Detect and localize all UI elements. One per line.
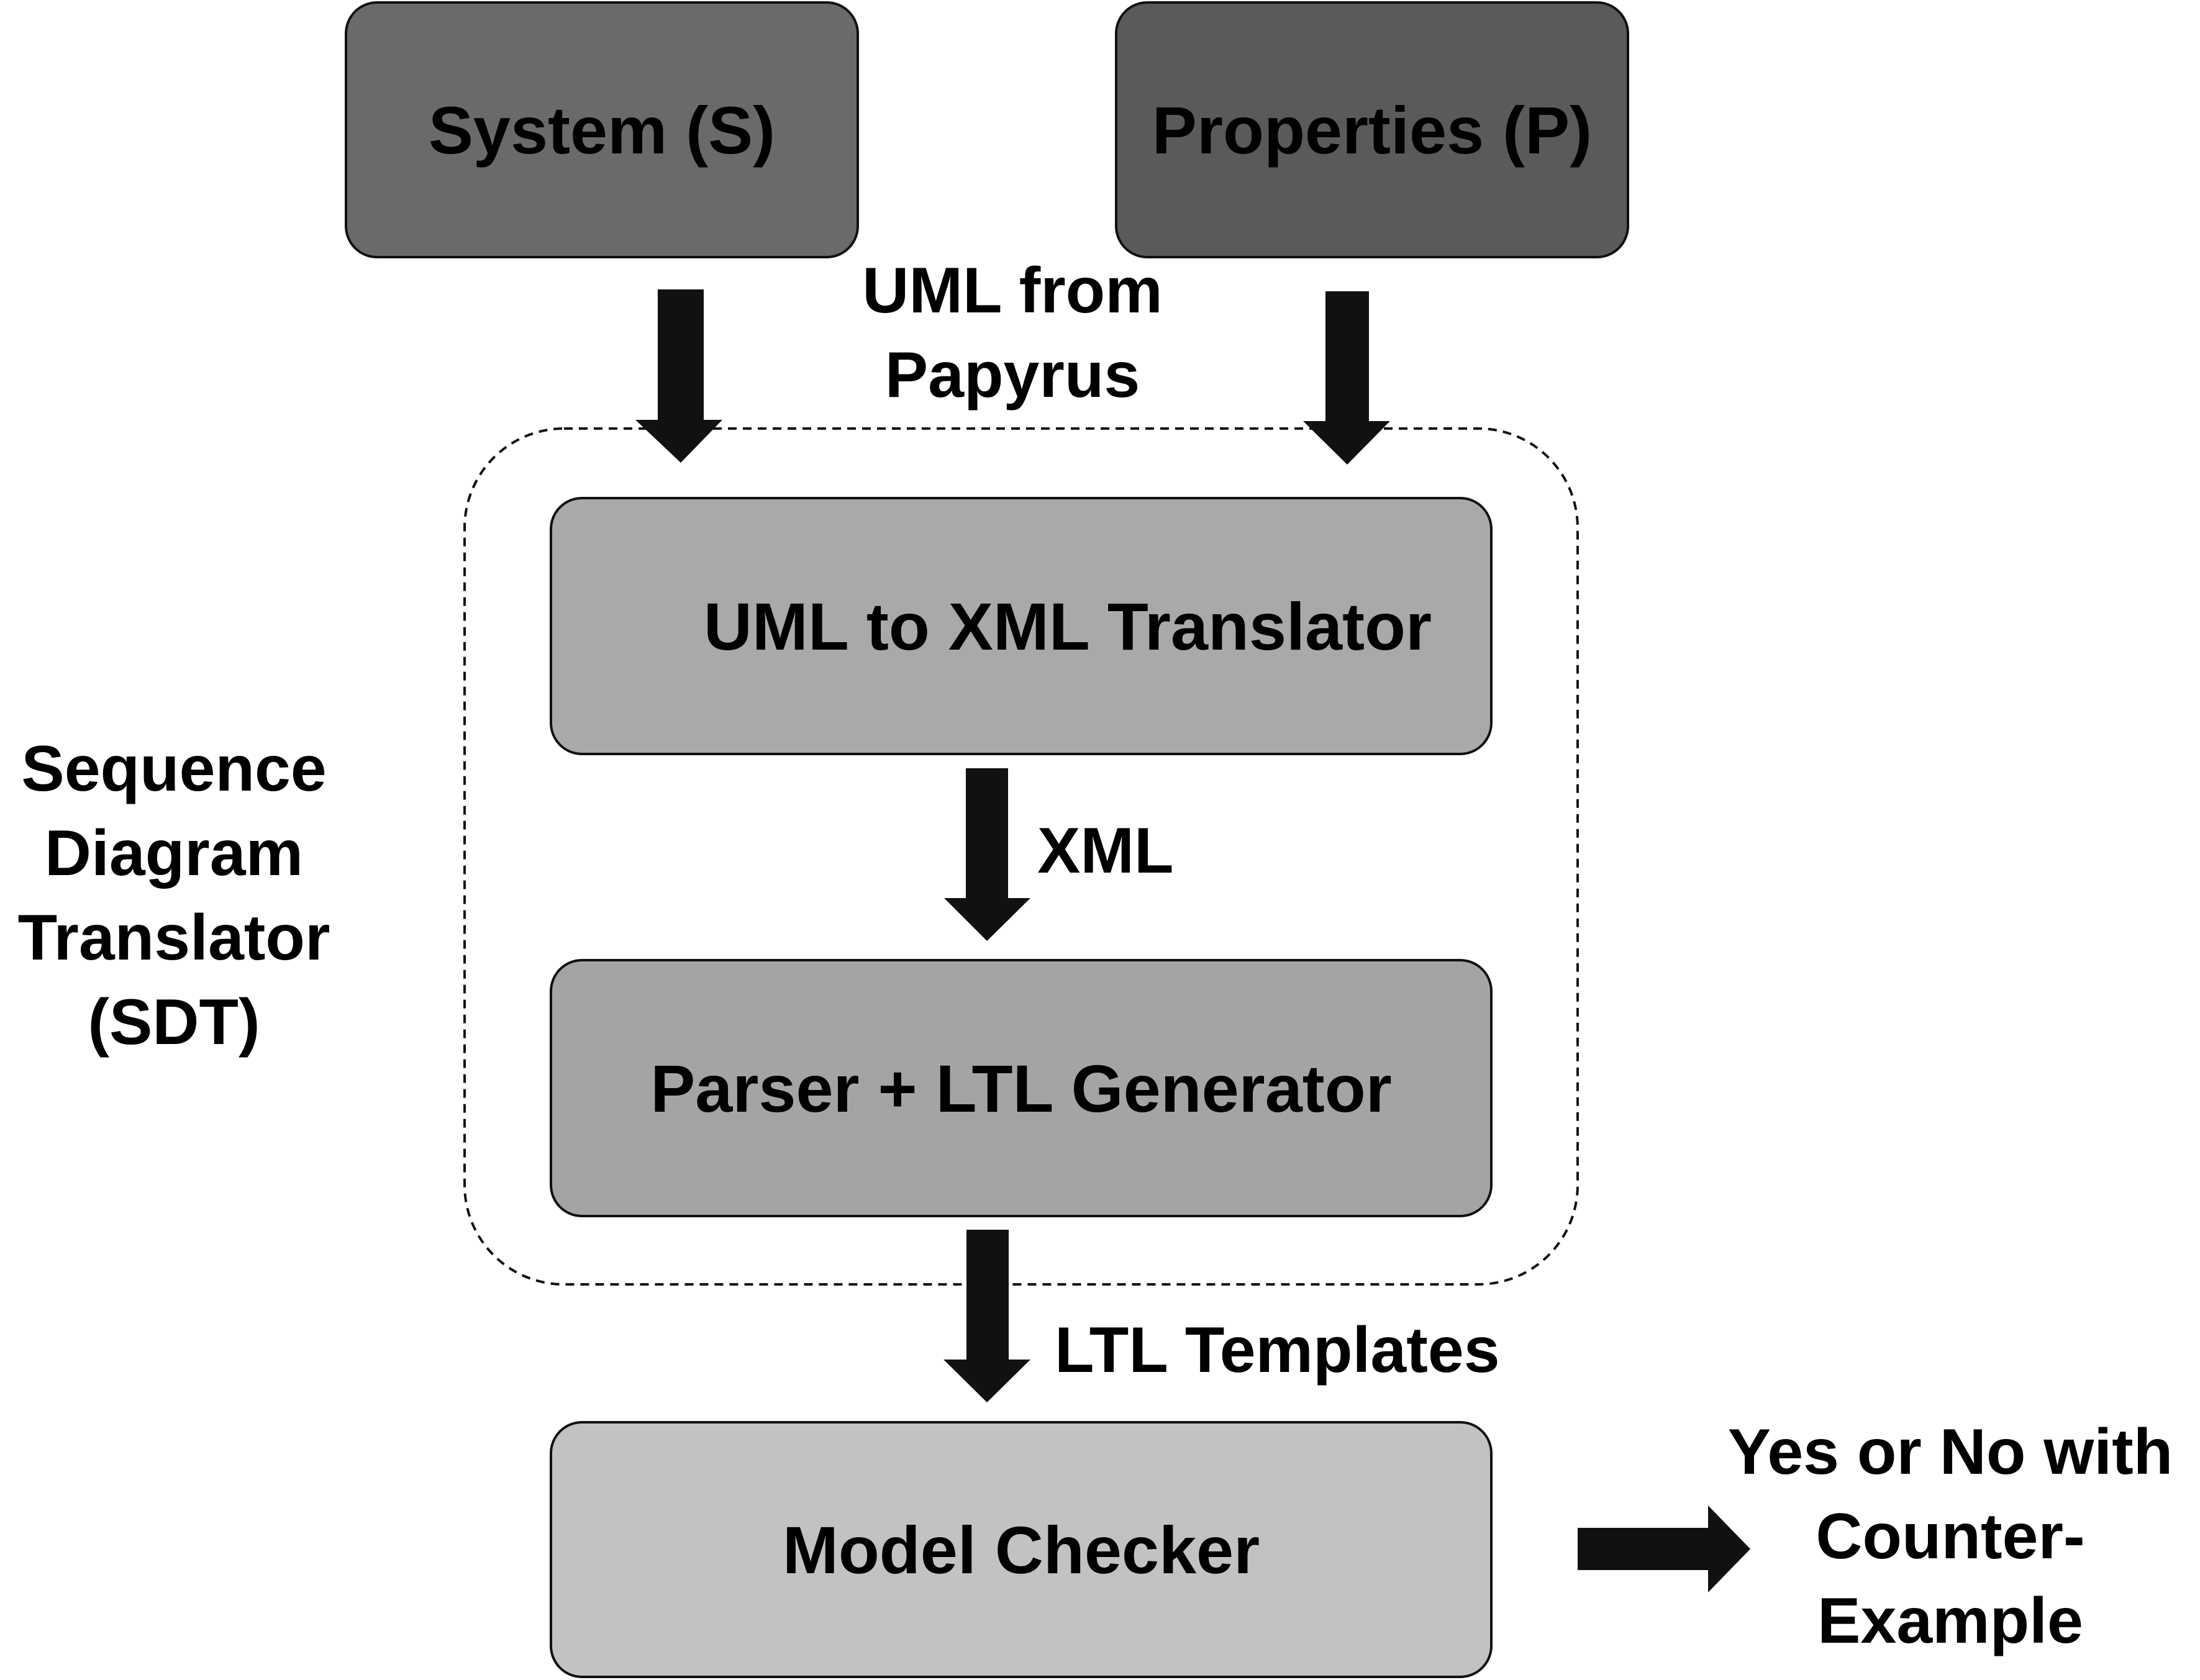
ltl-templates-edge-label: LTL Templates: [1055, 1314, 1500, 1386]
system-box: System (S): [345, 1, 859, 258]
xml-edge-label: XML: [1037, 815, 1174, 887]
properties-box-label: Properties (P): [1152, 92, 1593, 168]
parser-ltl-generator-box: Parser + LTL Generator: [550, 959, 1493, 1217]
properties-box: Properties (P): [1115, 1, 1629, 258]
arrow-checker-to-result: [1578, 1505, 1750, 1592]
model-checker-label: Model Checker: [782, 1512, 1260, 1587]
arrow-translator-to-parser: [944, 768, 1030, 941]
uml-to-xml-translator-label: UML to XML Translator: [703, 588, 1432, 664]
result-label: Yes or No with Counter- Example: [1727, 1416, 2173, 1657]
sdt-group-label: Sequence Diagram Translator (SDT): [17, 733, 330, 1058]
system-box-label: System (S): [428, 92, 776, 168]
parser-ltl-generator-label: Parser + LTL Generator: [650, 1050, 1392, 1126]
arrow-parser-to-checker: [943, 1230, 1030, 1402]
sdt-group-boundary: [463, 427, 1579, 1286]
uml-source-label: UML from Papyrus: [862, 255, 1163, 411]
arrow-system-to-translator: [635, 289, 722, 463]
uml-to-xml-translator-box: UML to XML Translator: [550, 497, 1493, 755]
arrow-properties-to-translator: [1303, 291, 1390, 465]
model-checker-box: Model Checker: [550, 1421, 1493, 1678]
